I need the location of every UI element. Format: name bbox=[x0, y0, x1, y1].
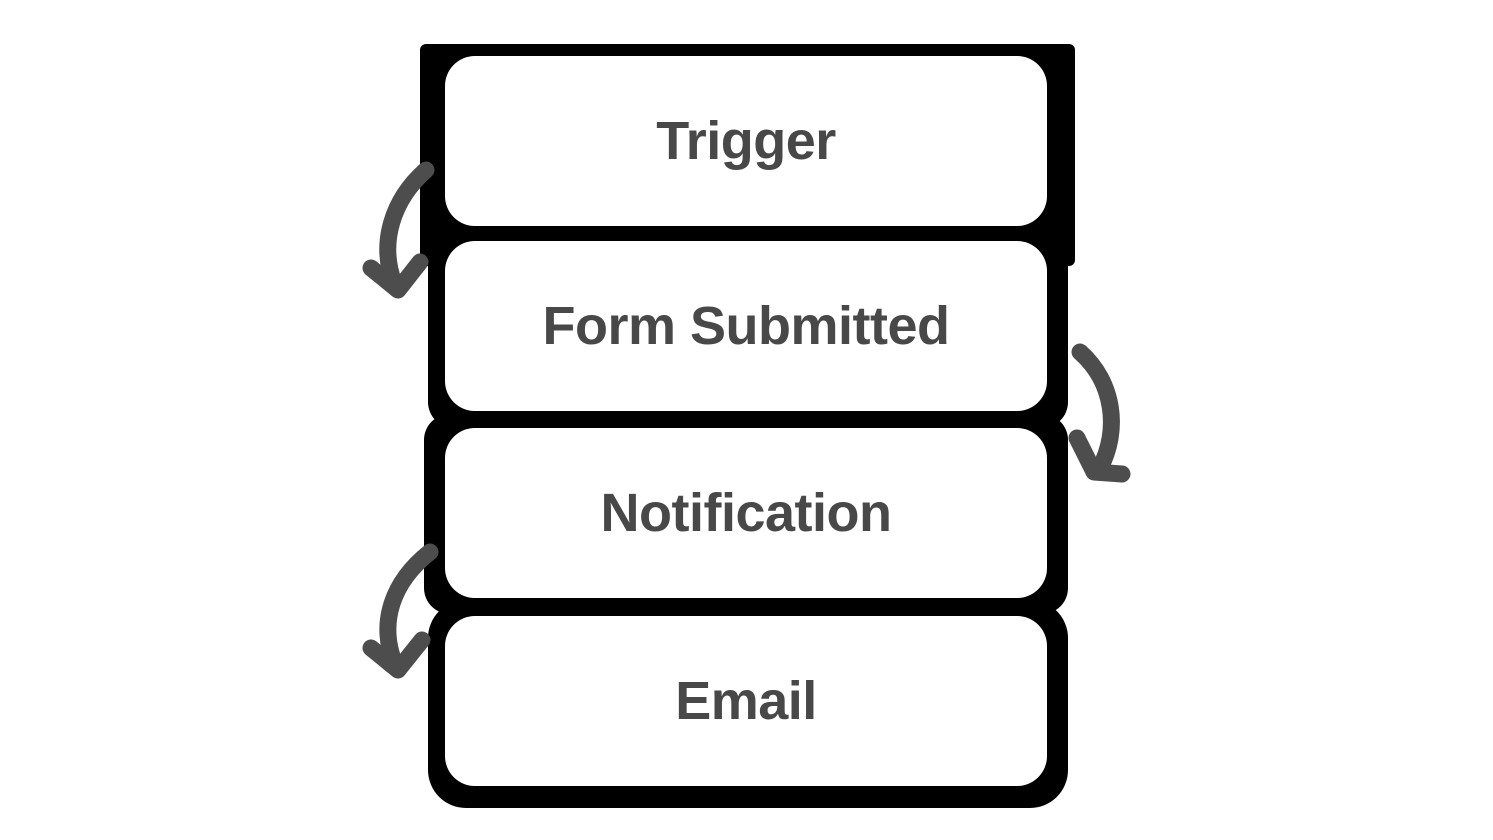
connector-2-head bbox=[1068, 429, 1131, 483]
connector-3-curve bbox=[379, 543, 439, 671]
node-boxes bbox=[445, 56, 1047, 786]
connector-1-curve bbox=[379, 161, 435, 292]
connector-3-head bbox=[362, 631, 431, 679]
connector-1-head bbox=[362, 253, 429, 299]
curved-arrow-down-left-icon-1 bbox=[362, 161, 435, 299]
node-label-notification: Notification bbox=[600, 483, 892, 543]
node-label-email: Email bbox=[675, 671, 817, 731]
node-box-trigger[interactable] bbox=[445, 56, 1047, 226]
node-label-form-submitted: Form Submitted bbox=[542, 296, 951, 356]
node-box-notification[interactable] bbox=[445, 428, 1047, 598]
connector-arrows bbox=[362, 161, 1131, 679]
node-box-form-submitted[interactable] bbox=[445, 241, 1047, 411]
connector-2-curve bbox=[1071, 343, 1120, 477]
curved-arrow-down-right-icon-2 bbox=[1068, 343, 1131, 483]
node-label-trigger: Trigger bbox=[656, 111, 836, 171]
curved-arrow-down-left-icon-3 bbox=[362, 543, 439, 679]
node-box-email[interactable] bbox=[445, 616, 1047, 786]
